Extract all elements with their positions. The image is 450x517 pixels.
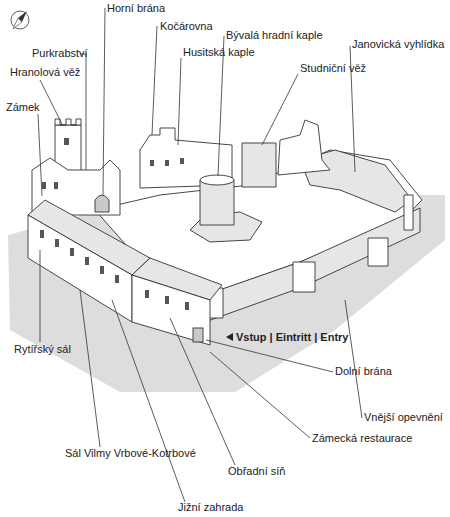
window bbox=[165, 160, 169, 166]
leader-line bbox=[112, 300, 185, 502]
leader-line bbox=[262, 74, 298, 145]
leader-line bbox=[206, 340, 333, 372]
compass-needle bbox=[13, 18, 22, 29]
leader-line bbox=[40, 80, 62, 124]
part-label: Janovická vyhlídka bbox=[352, 38, 444, 51]
well-tower bbox=[242, 143, 276, 187]
gate-arch bbox=[95, 195, 109, 212]
wall-tower bbox=[293, 262, 315, 292]
part-label: Kočárovna bbox=[160, 20, 213, 33]
leader-line bbox=[40, 250, 41, 342]
window bbox=[115, 275, 119, 283]
part-label: Vnější opevnění bbox=[364, 411, 443, 424]
leader-line bbox=[345, 300, 362, 418]
part-label: Sál Vilmy Vrbové-Kotrbové bbox=[65, 447, 196, 460]
leader-line bbox=[170, 318, 235, 465]
window bbox=[165, 296, 169, 304]
window bbox=[145, 290, 149, 298]
part-label: Hranolová věž bbox=[10, 66, 80, 79]
leader-line bbox=[103, 8, 105, 195]
window bbox=[185, 302, 189, 310]
chapel-tower-top bbox=[200, 175, 234, 185]
window bbox=[54, 182, 58, 189]
window bbox=[55, 239, 59, 247]
compass bbox=[11, 11, 29, 29]
part-label: Bývalá hradní kaple bbox=[226, 29, 323, 42]
window bbox=[42, 182, 46, 189]
wall-tower bbox=[368, 238, 388, 266]
part-label: Zámek bbox=[6, 101, 40, 114]
window bbox=[150, 160, 154, 166]
window bbox=[85, 257, 89, 265]
ruins bbox=[278, 120, 330, 175]
palace-wing bbox=[132, 275, 210, 345]
leader-line bbox=[80, 290, 100, 447]
tower-battlement bbox=[55, 119, 81, 125]
part-label: Obřadní síň bbox=[228, 465, 285, 478]
part-label: Dolní brána bbox=[335, 365, 392, 378]
window bbox=[70, 248, 74, 256]
window bbox=[40, 230, 44, 238]
window bbox=[64, 138, 69, 145]
part-label: Jižní zahrada bbox=[178, 501, 243, 514]
chapel-tower bbox=[200, 180, 234, 225]
part-label: Horní brána bbox=[107, 2, 165, 15]
window bbox=[180, 158, 184, 164]
leader-line bbox=[178, 58, 181, 145]
leader-line bbox=[80, 54, 86, 170]
entry-arrow bbox=[226, 333, 233, 341]
leader-line bbox=[152, 26, 157, 135]
part-label: Zámecká restaurace bbox=[312, 432, 412, 445]
part-label: Rytířský sál bbox=[14, 343, 71, 356]
palace-wing bbox=[28, 215, 132, 322]
part-label: Vstup | Eintritt | Entry bbox=[236, 331, 349, 344]
leader-line bbox=[210, 352, 310, 438]
wall-tower bbox=[404, 195, 413, 230]
part-label: Studniční věž bbox=[300, 62, 366, 75]
leader-line bbox=[38, 114, 42, 196]
entrance-door bbox=[193, 328, 203, 342]
window bbox=[100, 266, 104, 274]
part-label: Husitská kaple bbox=[183, 46, 255, 59]
part-label: Purkrabství bbox=[32, 47, 88, 60]
